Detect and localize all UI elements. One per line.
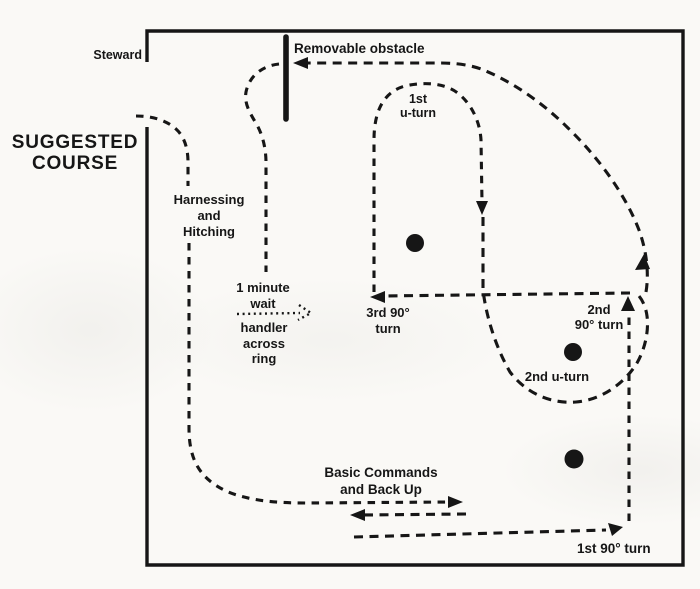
ring-boundary: [145, 29, 685, 567]
arrow-up-icon: [621, 296, 635, 311]
course-path-backup: [361, 512, 467, 517]
label-removable-obstacle: Removable obstacle: [294, 41, 425, 56]
course-path-second-u-turn: [481, 217, 650, 404]
arrow-up-curve-icon: [635, 254, 650, 270]
handler-arrow-icon: [297, 304, 314, 322]
course-path-top-return: [308, 61, 649, 293]
page-title: SUGGESTED COURSE: [11, 132, 139, 174]
label-first-90-turn: 1st 90° turn: [577, 541, 651, 556]
course-markers: [406, 234, 584, 469]
label-harnessing: Harnessing and Hitching: [173, 192, 245, 239]
course-path-forward: [353, 528, 607, 539]
course-marker-dot: [406, 234, 424, 252]
arrow-corner-icon: [608, 523, 623, 536]
arrow-obstacle-icon: [293, 57, 308, 69]
course-path-finish: [244, 62, 280, 272]
label-second-90-turn: 2nd 90° turn: [574, 302, 624, 332]
course-marker-dot: [564, 449, 584, 469]
label-handler-across-ring: handler across ring: [240, 320, 288, 366]
course-path-entry: [135, 114, 451, 505]
arrow-forward-icon: [448, 496, 463, 508]
label-steward: Steward: [93, 48, 142, 62]
course-marker-dot: [564, 343, 582, 361]
label-basic-commands: Basic Commands and Back Up: [324, 465, 438, 497]
label-first-u-turn: 1st u-turn: [399, 92, 437, 120]
handler-path: [236, 311, 301, 316]
arrow-left-icon: [370, 291, 385, 303]
course-path-mid: [381, 291, 631, 298]
arrow-backup-icon: [350, 509, 365, 521]
label-third-90-turn: 3rd 90° turn: [366, 305, 410, 336]
label-second-u-turn: 2nd u-turn: [524, 369, 590, 384]
arrow-down-icon: [476, 201, 488, 215]
label-one-minute-wait: 1 minute wait: [236, 280, 290, 311]
